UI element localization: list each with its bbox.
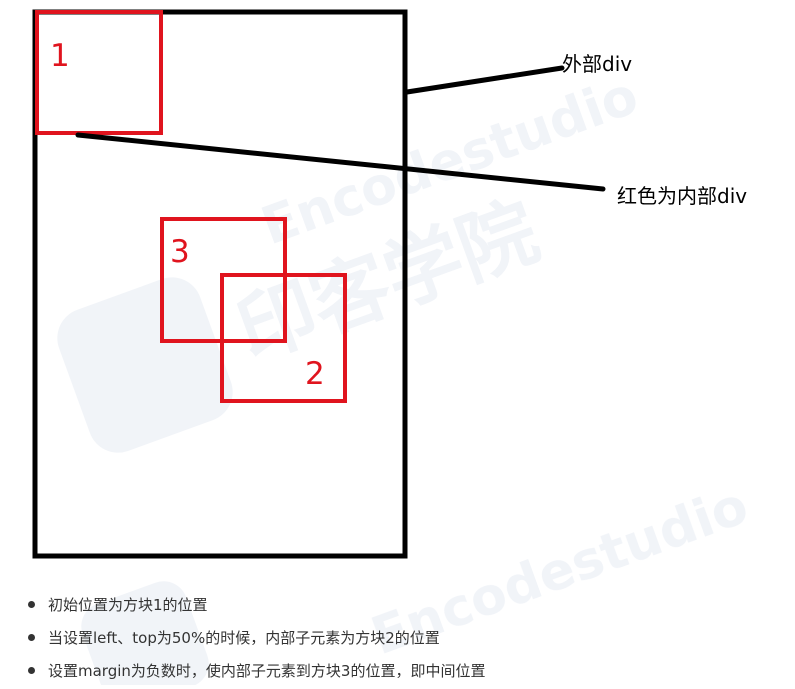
list-item-text: 初始位置为方块1的位置 xyxy=(48,596,208,614)
positioning-diagram: 1 3 2 外部div 红色为内部div xyxy=(32,9,747,559)
list-item-text: 设置margin为负数时，使内部子元素到方块3的位置，即中间位置 xyxy=(48,662,486,680)
list-item: 当设置left、top为50%的时候，内部子元素为方块2的位置 xyxy=(28,623,485,656)
list-item: 初始位置为方块1的位置 xyxy=(28,590,485,623)
inner-leader-line xyxy=(75,132,606,192)
outer-div-box xyxy=(32,9,408,559)
list-item-text: 当设置left、top为50%的时候，内部子元素为方块2的位置 xyxy=(48,629,440,647)
inner-box-1 xyxy=(35,10,163,135)
inner-box-2 xyxy=(220,273,347,403)
outer-div-callout: 外部div xyxy=(562,52,632,76)
box-3-label: 3 xyxy=(170,234,190,270)
explanation-list: 初始位置为方块1的位置 当设置left、top为50%的时候，内部子元素为方块2… xyxy=(28,590,485,689)
bullet-dot-icon xyxy=(28,601,35,608)
box-2-label: 2 xyxy=(305,356,325,392)
inner-div-callout: 红色为内部div xyxy=(617,184,747,208)
bullet-dot-icon xyxy=(28,634,35,641)
bullet-dot-icon xyxy=(28,667,35,674)
list-item: 设置margin为负数时，使内部子元素到方块3的位置，即中间位置 xyxy=(28,656,485,689)
box-1-label: 1 xyxy=(50,38,70,74)
outer-leader-line xyxy=(404,65,565,95)
